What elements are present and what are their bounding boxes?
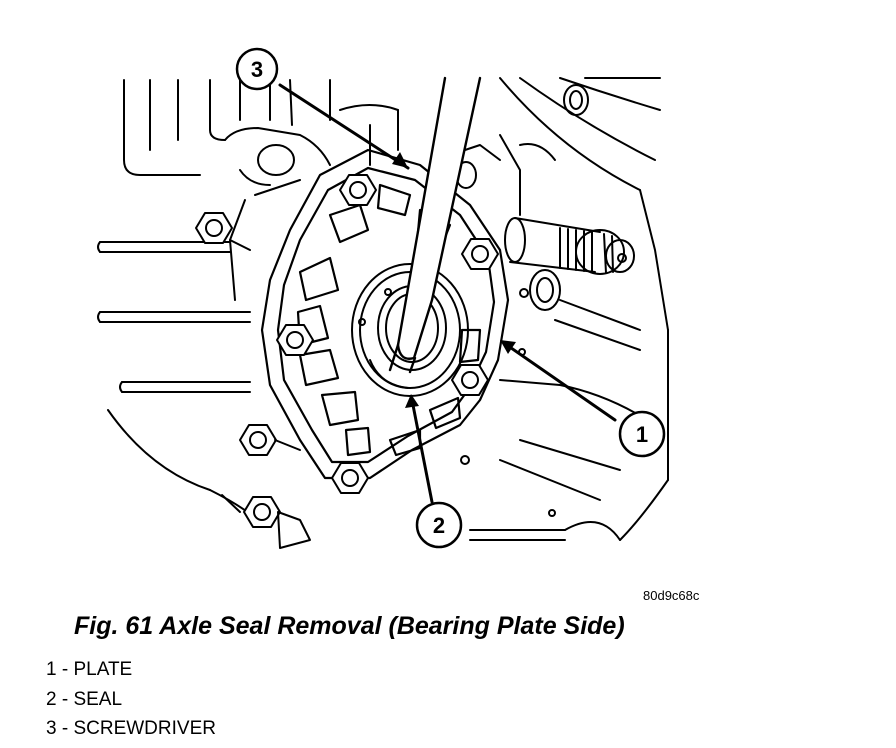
callout-1-number: 1: [636, 422, 648, 447]
callout-2-number: 2: [433, 513, 445, 538]
callout-1: 1: [618, 410, 666, 458]
callout-1-arrowhead: [500, 340, 516, 354]
legend-item-plate: 1 - PLATE: [46, 659, 133, 680]
callout-3: 3: [235, 47, 279, 91]
legend-item-screwdriver: 3 - SCREWDRIVER: [46, 718, 216, 739]
legend-item-seal: 2 - SEAL: [46, 688, 123, 710]
output-shaft: [504, 217, 641, 351]
upper-lug: [224, 127, 331, 301]
legend: 1 - PLATE 2 - SEAL 3 - SCREWDRIVER: [46, 655, 216, 744]
bearing-plate: [260, 148, 510, 480]
leader-lines: [278, 83, 617, 504]
bolts: [195, 161, 499, 549]
callout-2: 2: [415, 501, 463, 549]
callout-3-number: 3: [251, 57, 263, 82]
callout-3-arrowhead: [392, 152, 408, 168]
screwdriver: [388, 76, 482, 374]
callout-2-arrowhead: [405, 394, 419, 408]
axle-seal-removal-illustration: 3 1 2: [97, 47, 669, 549]
figure-reference-code: 80d9c68c: [643, 588, 700, 603]
figure-caption: Fig. 61 Axle Seal Removal (Bearing Plate…: [74, 612, 625, 640]
